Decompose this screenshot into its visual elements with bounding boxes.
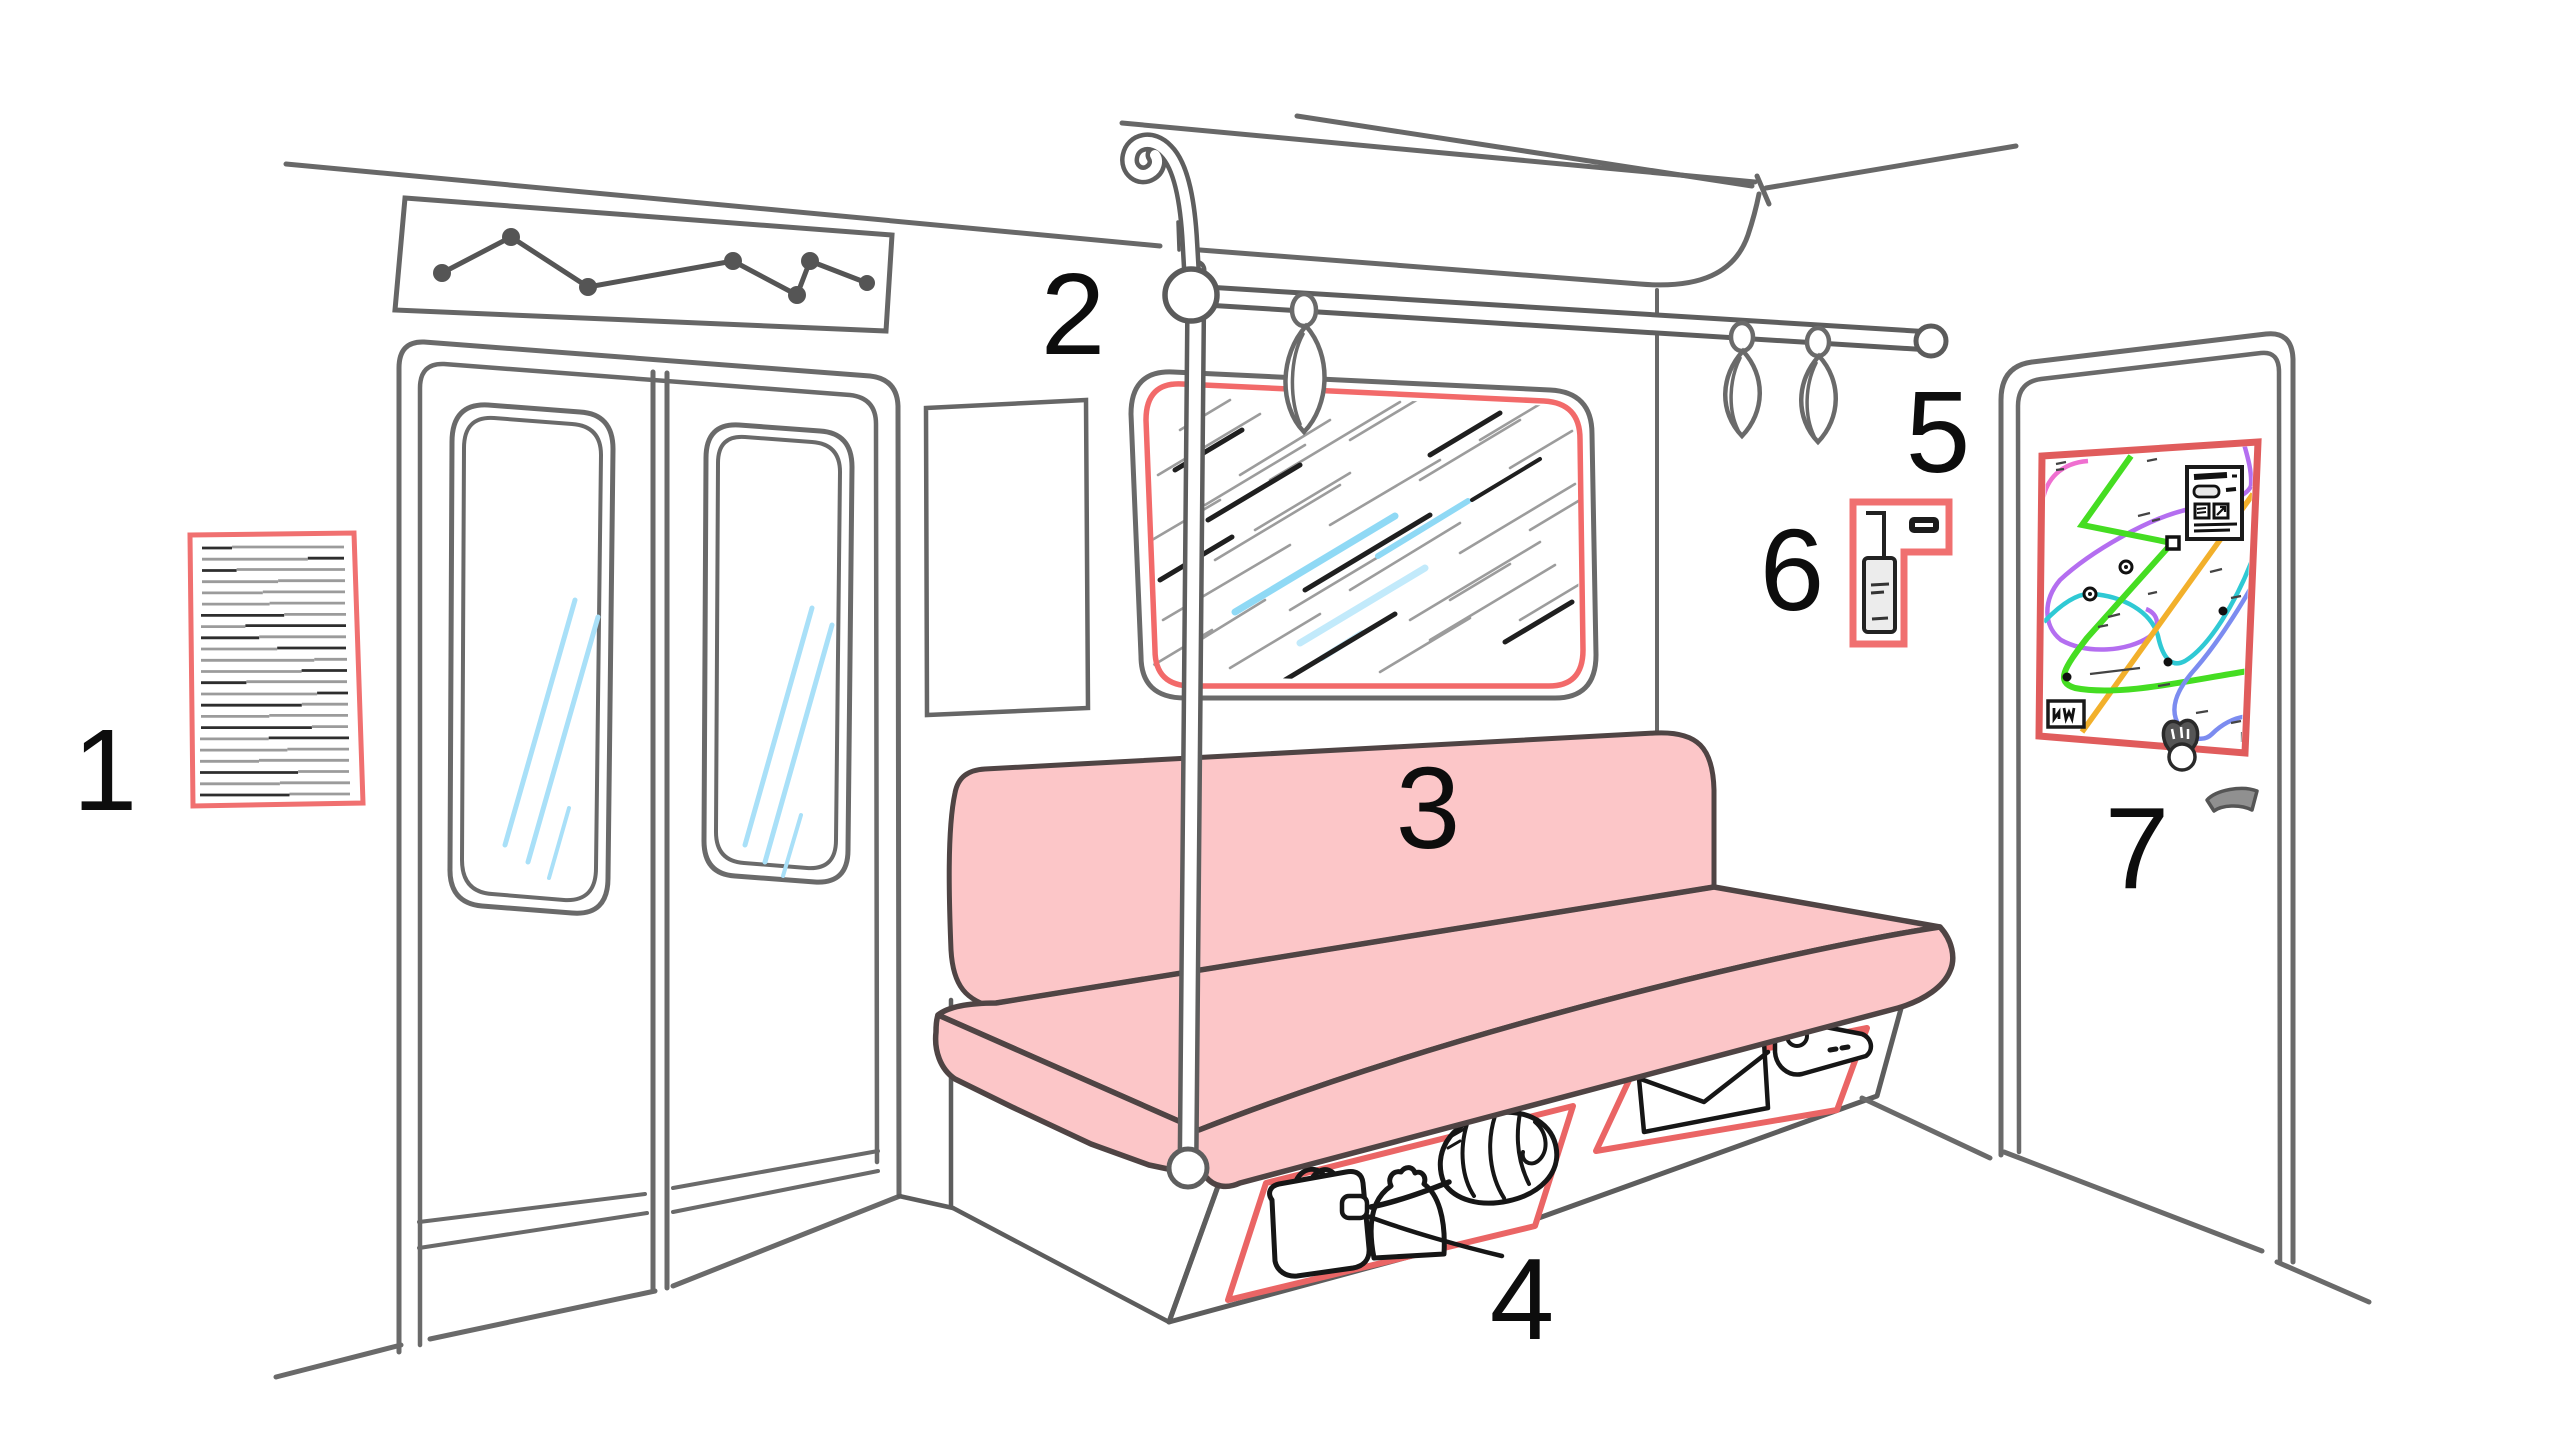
svg-text:2: 2 [1041, 249, 1106, 379]
svg-text:7: 7 [2105, 783, 2170, 913]
svg-text:3: 3 [1396, 743, 1461, 873]
svg-text:5: 5 [1906, 367, 1971, 497]
svg-text:4: 4 [1490, 1234, 1555, 1364]
svg-text:1: 1 [73, 705, 138, 835]
svg-text:6: 6 [1760, 505, 1825, 635]
